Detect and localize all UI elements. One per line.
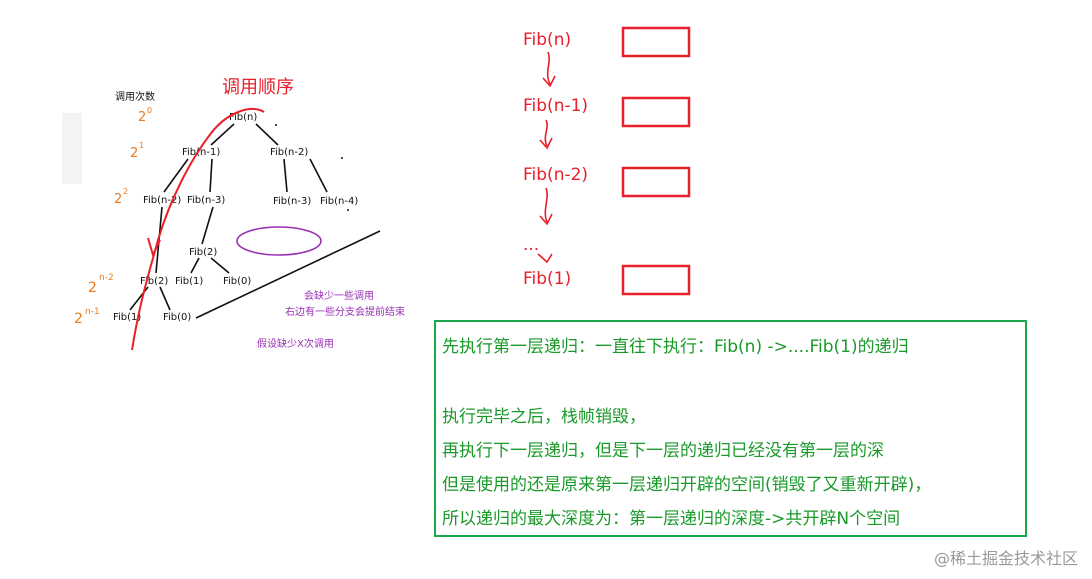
svg-text:2: 2	[88, 280, 97, 296]
call-order-arrow	[131, 107, 265, 351]
stack-box-4	[621, 264, 691, 296]
edge-n1-n3	[163, 158, 189, 193]
node-fib-1-upper: Fib(1)	[175, 276, 203, 287]
power-label-p0: 2 0	[138, 106, 152, 125]
node-fib-n-1: Fib(n-1)	[182, 147, 220, 158]
missing-calls-ellipse	[236, 226, 322, 256]
stack-box-1	[621, 26, 691, 58]
stack-frame-fib-n-1: Fib(n-1)	[523, 96, 588, 116]
explanation-line-5: 所以递归的最大深度为：第一层递归的深度->共开辟N个空间	[442, 509, 901, 529]
node-fib-n: Fib(n)	[229, 112, 257, 123]
power-label-p3: 2 n-2	[88, 273, 114, 296]
note-assume-missing: 假设缺少X次调用	[257, 337, 334, 350]
node-fib-0-upper: Fib(0)	[223, 276, 251, 287]
explanation-line-1: 先执行第一层递归：一直往下执行：Fib(n) ->....Fib(1)的递归	[442, 337, 909, 357]
stack-arrow-2	[544, 119, 548, 147]
stack-frame-fib-n-2: Fib(n-2)	[523, 165, 588, 185]
tree-nodes: Fib(n) Fib(n-1) Fib(n-2) Fib(n-2) Fib(n-…	[113, 112, 358, 323]
watermark: @稀土掘金技术社区	[933, 549, 1078, 568]
note-missing-calls: 会缺少一些调用	[304, 289, 374, 302]
purple-notes: 会缺少一些调用 右边有一些分支会提前结束 假设缺少X次调用	[257, 289, 405, 350]
stack-arrows	[537, 51, 556, 264]
stack-arrow-3	[544, 187, 548, 223]
edge-n8-n12	[159, 286, 171, 311]
svg-text:2: 2	[123, 187, 128, 196]
edge-n7-n9	[190, 257, 200, 274]
svg-text:2: 2	[130, 146, 138, 161]
node-fib-2-upper: Fib(2)	[189, 247, 217, 258]
power-label-p2: 2 2	[114, 187, 128, 207]
edge-n2-n5	[283, 158, 288, 193]
edge-n7-n10	[210, 257, 230, 274]
svg-text:0: 0	[147, 106, 152, 115]
stray-dots	[275, 124, 349, 211]
node-fib-0-lower: Fib(0)	[163, 312, 191, 323]
power-label-p4: 2 n-1	[74, 307, 100, 327]
svg-text:n-1: n-1	[85, 307, 100, 317]
call-order-arrowhead	[147, 237, 161, 258]
svg-text:1: 1	[139, 141, 144, 150]
node-fib-n-2-left: Fib(n-2)	[143, 195, 181, 206]
node-fib-n-3-left: Fib(n-3)	[187, 195, 225, 206]
explanation-line-4: 但是使用的还是原来第一层递归开辟的空间(销毁了又重新开辟)，	[442, 475, 932, 495]
stack-box-2	[621, 96, 691, 128]
node-fib-n-4: Fib(n-4)	[320, 196, 358, 207]
svg-text:2: 2	[74, 311, 83, 327]
edge-n2-n6	[309, 158, 328, 193]
svg-text:2: 2	[138, 110, 146, 125]
tree-edges	[129, 123, 381, 319]
note-right-branch: 右边有一些分支会提前结束	[285, 305, 405, 318]
stack-box-3	[621, 166, 691, 198]
explanation-line-2: 执行完毕之后，栈帧销毁，	[442, 407, 646, 427]
node-fib-2-lower: Fib(2)	[140, 276, 168, 287]
edge-n0-n1	[210, 123, 235, 146]
stack-frames: Fib(n) Fib(n-1) Fib(n-2) ... Fib(1)	[523, 30, 588, 289]
grey-decoration	[62, 113, 82, 184]
power-label-p1: 2 1	[130, 141, 144, 161]
stack-frame-fib-n: Fib(n)	[523, 30, 571, 50]
edge-n4-n7	[201, 206, 214, 245]
stack-frame-fib-1: Fib(1)	[523, 269, 571, 289]
edge-n1-n4	[209, 158, 213, 193]
explanation-line-3: 再执行下一层递归，但是下一层的递归已经没有第一层的深	[442, 441, 884, 461]
svg-text:2: 2	[114, 192, 122, 207]
node-fib-n-2-right: Fib(n-2)	[270, 147, 308, 158]
tree-title: 调用顺序	[222, 77, 294, 98]
diagonal-cutoff-line	[195, 230, 381, 319]
edge-n0-n2	[255, 123, 279, 146]
stack-arrow-4	[537, 253, 553, 264]
svg-text:n-2: n-2	[99, 273, 114, 283]
stack-arrow-1	[546, 51, 551, 85]
side-label: 调用次数	[115, 90, 155, 103]
node-fib-n-3-right: Fib(n-3)	[273, 196, 311, 207]
stack-boxes	[621, 26, 691, 296]
stack-frame-ellipsis: ...	[523, 235, 539, 255]
node-fib-1-lower: Fib(1)	[113, 312, 141, 323]
explanation-box: 先执行第一层递归：一直往下执行：Fib(n) ->....Fib(1)的递归 执…	[434, 320, 1027, 537]
